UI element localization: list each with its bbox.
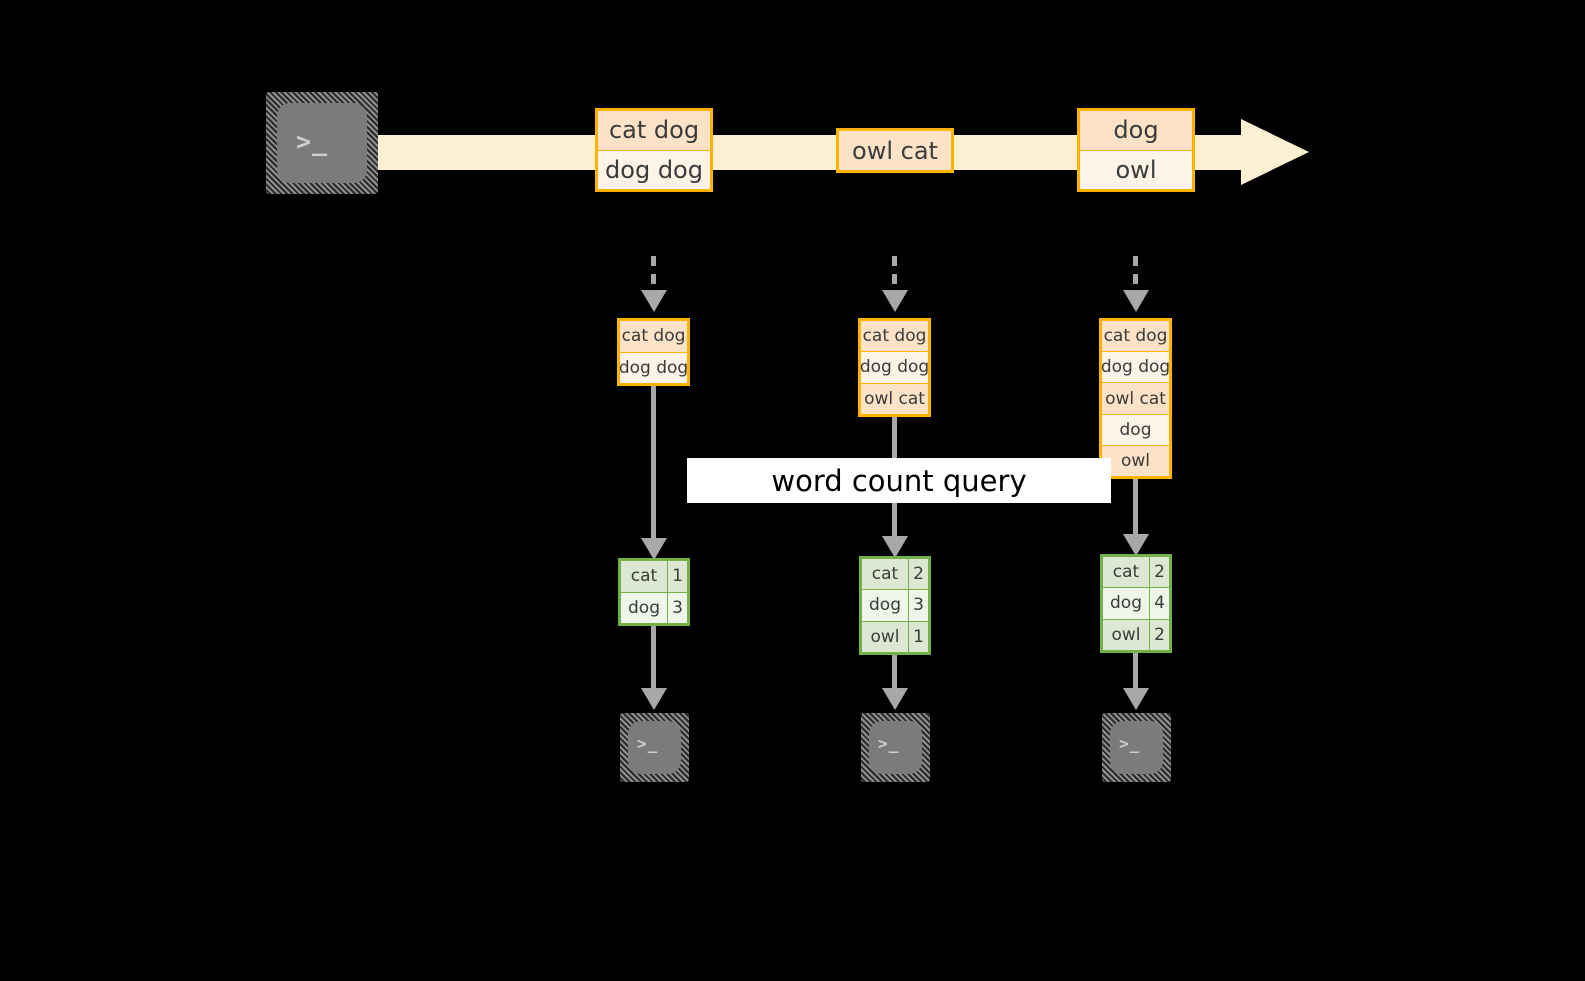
stream-to-stack-dashed-line-1 bbox=[651, 256, 656, 292]
terminal-body bbox=[277, 103, 367, 183]
source-terminal-icon[interactable]: >_ bbox=[266, 92, 378, 194]
result-to-sink-line-1 bbox=[651, 626, 656, 694]
accumulated-records-2[interactable]: cat dog dog dog owl cat bbox=[858, 318, 931, 417]
stream-to-stack-arrowhead-1 bbox=[641, 290, 667, 312]
result-count: 1 bbox=[909, 621, 928, 652]
stream-to-stack-arrowhead-2 bbox=[882, 290, 908, 312]
result-word: dog bbox=[1103, 588, 1150, 619]
accumulated-record: cat dog bbox=[620, 321, 687, 353]
result-count: 2 bbox=[909, 559, 928, 590]
result-to-sink-arrowhead-2 bbox=[882, 688, 908, 710]
accumulated-record: dog bbox=[1102, 414, 1169, 446]
result-to-sink-arrowhead-3 bbox=[1123, 688, 1149, 710]
terminal-body bbox=[628, 721, 681, 774]
stream-to-stack-arrowhead-3 bbox=[1123, 290, 1149, 312]
result-row: cat 2 bbox=[862, 559, 928, 591]
accumulated-record: dog dog bbox=[1101, 352, 1170, 384]
stack-to-result-arrowhead-3 bbox=[1123, 534, 1149, 556]
result-table-1[interactable]: cat 1 dog 3 bbox=[618, 558, 690, 626]
accumulated-record: owl bbox=[1102, 445, 1169, 477]
result-row: dog 3 bbox=[621, 592, 687, 623]
result-count: 3 bbox=[668, 592, 687, 623]
result-count: 3 bbox=[909, 590, 928, 621]
result-word: cat bbox=[621, 561, 668, 592]
result-count: 1 bbox=[668, 561, 687, 592]
accumulated-record: owl cat bbox=[1102, 383, 1169, 415]
sink-terminal-icon-1[interactable]: >_ bbox=[620, 713, 689, 782]
result-row: owl 1 bbox=[862, 621, 928, 652]
word-count-query-banner: word count query bbox=[687, 458, 1111, 503]
sink-terminal-icon-3[interactable]: >_ bbox=[1102, 713, 1171, 782]
terminal-prompt-icon: >_ bbox=[1119, 734, 1141, 753]
result-row: owl 2 bbox=[1103, 619, 1169, 650]
accumulated-record: dog dog bbox=[860, 352, 929, 384]
result-count: 2 bbox=[1150, 557, 1169, 588]
stream-record-group-3[interactable]: dog owl bbox=[1077, 108, 1195, 192]
stream-to-stack-dashed-line-2 bbox=[892, 256, 897, 292]
result-word: dog bbox=[862, 590, 909, 621]
stream-record-group-2[interactable]: owl cat bbox=[836, 128, 954, 173]
accumulated-records-3[interactable]: cat dog dog dog owl cat dog owl bbox=[1099, 318, 1172, 479]
result-word: owl bbox=[862, 621, 909, 652]
accumulated-record: dog dog bbox=[619, 352, 688, 383]
stream-record: dog bbox=[1080, 111, 1192, 151]
result-row: cat 2 bbox=[1103, 557, 1169, 589]
result-count: 2 bbox=[1150, 619, 1169, 650]
stack-to-result-arrowhead-2 bbox=[882, 536, 908, 558]
stream-record: owl cat bbox=[839, 131, 951, 170]
accumulated-record: owl cat bbox=[861, 383, 928, 414]
result-word: dog bbox=[621, 592, 668, 623]
accumulated-record: cat dog bbox=[861, 321, 928, 353]
stack-to-result-line-1 bbox=[651, 386, 656, 544]
result-to-sink-line-2 bbox=[892, 655, 897, 694]
result-to-sink-arrowhead-1 bbox=[641, 688, 667, 710]
result-row: cat 1 bbox=[621, 561, 687, 593]
terminal-prompt-icon: >_ bbox=[296, 127, 329, 156]
result-word: cat bbox=[1103, 557, 1150, 588]
result-count: 4 bbox=[1150, 588, 1169, 619]
stream-to-stack-dashed-line-3 bbox=[1133, 256, 1138, 292]
stack-to-result-line-3 bbox=[1133, 479, 1138, 541]
accumulated-record: cat dog bbox=[1102, 321, 1169, 353]
terminal-prompt-icon: >_ bbox=[878, 734, 900, 753]
result-word: owl bbox=[1103, 619, 1150, 650]
stream-record: cat dog bbox=[598, 111, 710, 151]
terminal-body bbox=[1110, 721, 1163, 774]
stream-record: owl bbox=[1080, 150, 1192, 189]
result-to-sink-line-3 bbox=[1133, 653, 1138, 694]
terminal-prompt-icon: >_ bbox=[637, 734, 659, 753]
stream-record-group-1[interactable]: cat dog dog dog bbox=[595, 108, 713, 192]
sink-terminal-icon-2[interactable]: >_ bbox=[861, 713, 930, 782]
result-word: cat bbox=[862, 559, 909, 590]
stream-arrow-head bbox=[1241, 119, 1309, 185]
accumulated-records-1[interactable]: cat dog dog dog bbox=[617, 318, 690, 386]
stack-to-result-arrowhead-1 bbox=[641, 538, 667, 560]
query-label: word count query bbox=[771, 463, 1027, 498]
result-table-2[interactable]: cat 2 dog 3 owl 1 bbox=[859, 556, 931, 655]
result-table-3[interactable]: cat 2 dog 4 owl 2 bbox=[1100, 554, 1172, 653]
result-row: dog 3 bbox=[862, 590, 928, 622]
stream-record: dog dog bbox=[598, 150, 710, 189]
result-row: dog 4 bbox=[1103, 588, 1169, 620]
terminal-body bbox=[869, 721, 922, 774]
